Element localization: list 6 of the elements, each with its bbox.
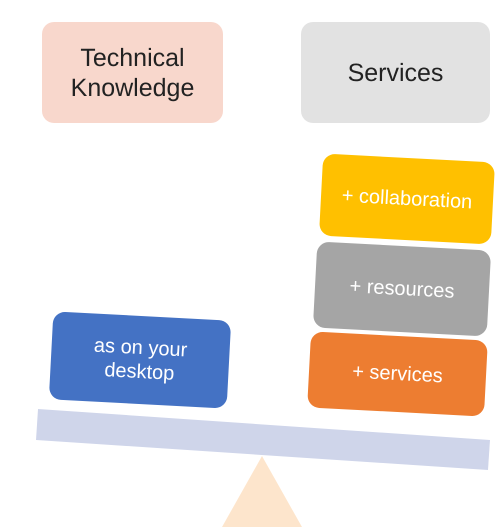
text-box: + collaboration [318,154,496,244]
text-box: + services [307,331,488,417]
text-box: Services [301,22,490,123]
text-box: Technical Knowledge [42,22,223,123]
text-box: as on your desktop [48,311,232,409]
text-box: + resources [312,242,492,336]
